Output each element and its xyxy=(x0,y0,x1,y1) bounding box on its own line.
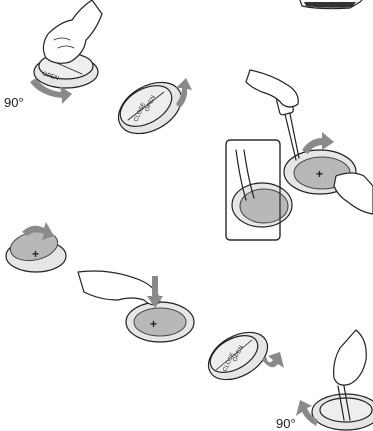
angle-label-bottom: 90° xyxy=(276,416,296,431)
battery-seated xyxy=(134,308,186,336)
hand-pressing xyxy=(334,173,373,214)
battery-plus-label-2: + xyxy=(32,247,39,261)
step-lock-cover: 90° xyxy=(276,330,373,431)
step-insert-battery: + xyxy=(6,222,66,272)
step-open-cover: OPEN 90° xyxy=(4,0,102,110)
hand-screwdriver xyxy=(246,70,298,107)
battery-plus-label: + xyxy=(316,167,323,181)
step-remove-battery: + xyxy=(226,70,373,240)
step-press-battery: + xyxy=(78,271,194,342)
step-lift-cover: OPEN CLOSE xyxy=(110,72,192,144)
hand-lock xyxy=(334,330,367,385)
device-edge-illustration xyxy=(300,0,362,9)
hand-illustration xyxy=(43,0,102,63)
battery-plus-label-3: + xyxy=(150,317,157,331)
step-close-cover: OPEN CLOSE xyxy=(200,323,284,390)
hand-finger-press xyxy=(78,271,160,305)
angle-label-top: 90° xyxy=(4,95,24,110)
